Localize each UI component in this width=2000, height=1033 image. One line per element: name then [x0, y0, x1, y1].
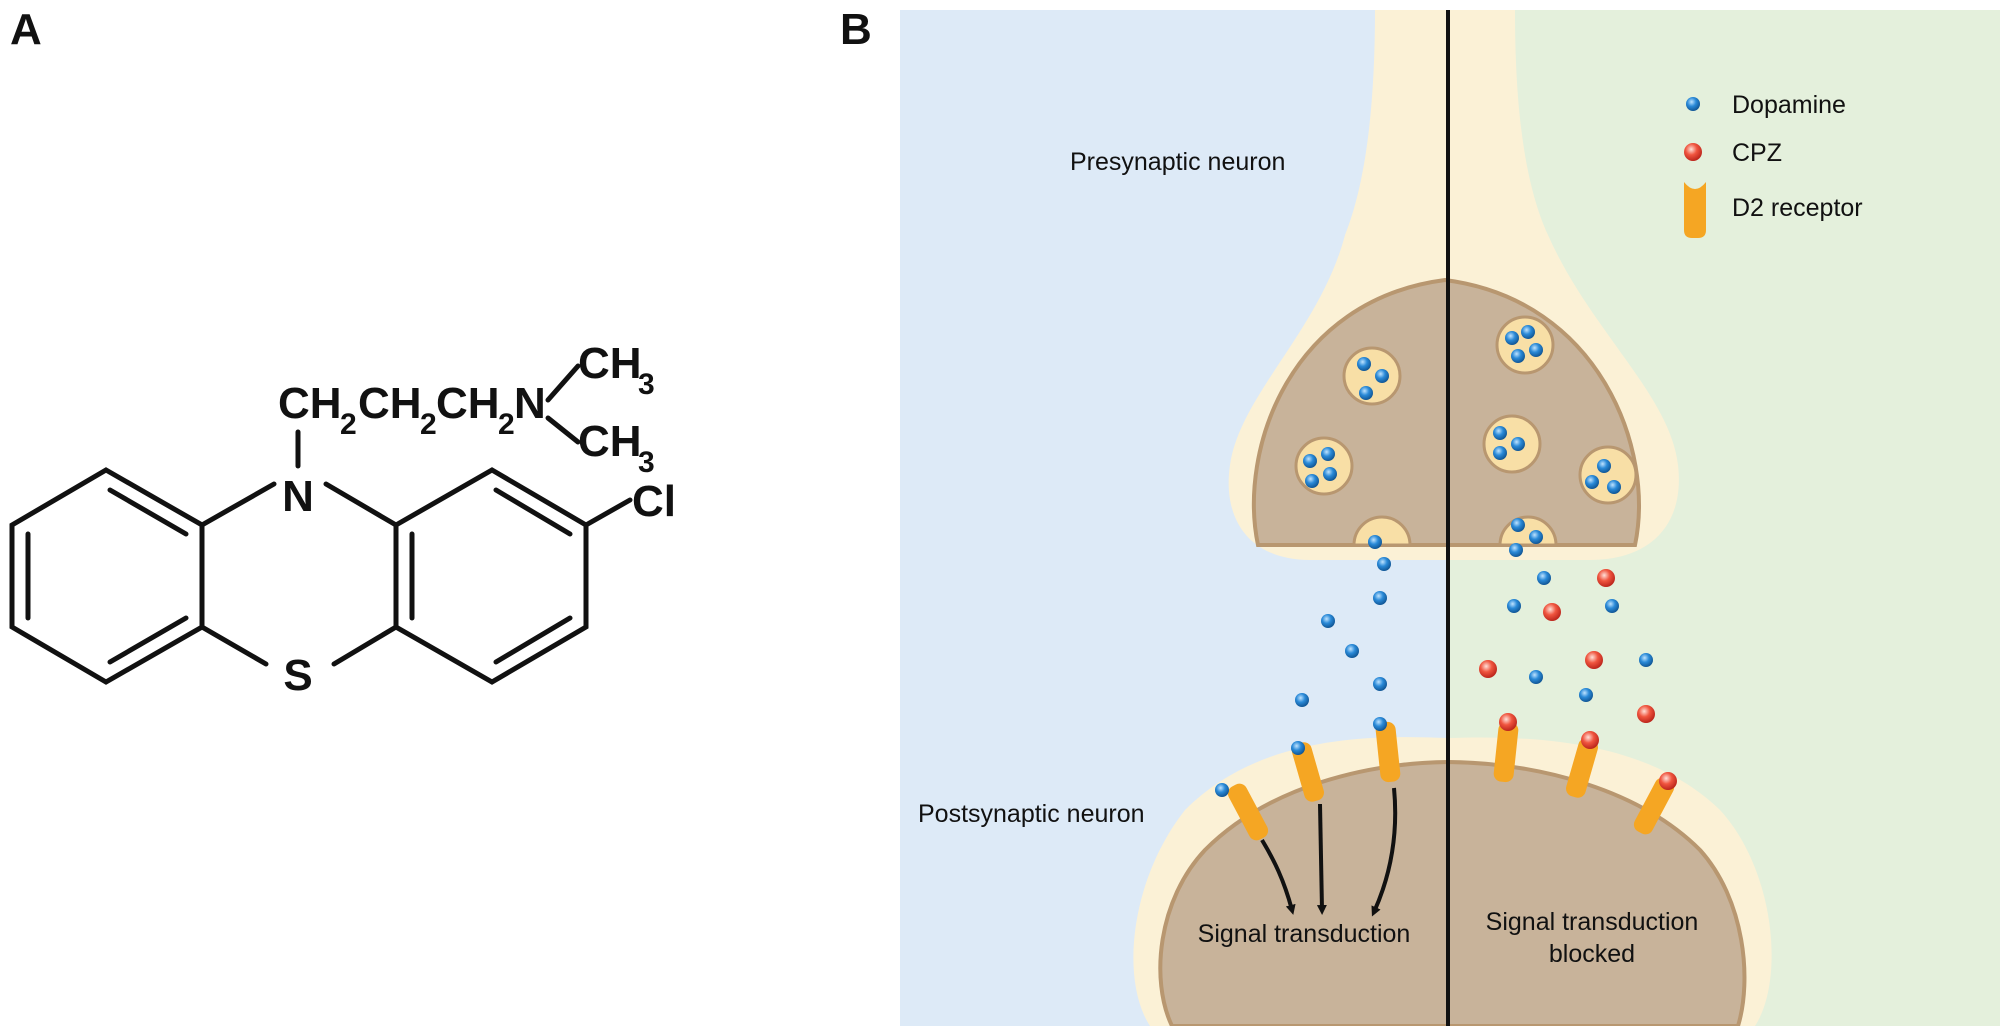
cpz-particles: [1479, 569, 1677, 790]
vesicle-fusing: [1352, 515, 1412, 547]
d2-receptor: [1227, 783, 1269, 841]
chain-sub-2: 2: [420, 408, 437, 441]
chain-ch2-2: CH: [358, 379, 422, 428]
signal-blocked-label-line2: blocked: [1549, 940, 1635, 968]
legend-d2-label: D2 receptor: [1732, 194, 1863, 222]
d2-receptor: [1566, 738, 1598, 798]
signal-arrow: [1316, 803, 1327, 915]
panel-b-letter: B: [840, 5, 872, 54]
methyl-sub-lower: 3: [638, 446, 655, 479]
vesicle: [1294, 436, 1354, 496]
cl-bond: [583, 497, 633, 528]
chain-sub-1: 2: [340, 408, 357, 441]
dopamine-particles: [1215, 325, 1653, 797]
signal-arrows: [1260, 787, 1398, 917]
panel-a-letter: A: [10, 5, 42, 54]
d2-receptor: [1633, 777, 1675, 835]
vesicles-left: [1294, 346, 1412, 547]
d2-receptor: [1375, 721, 1401, 783]
legend-dopamine-label: Dopamine: [1732, 91, 1846, 119]
chain-nitrogen-label: N: [514, 379, 546, 428]
ring-sulfur-label: S: [283, 651, 312, 700]
vesicle: [1578, 445, 1638, 505]
signal-arrow: [1260, 838, 1296, 915]
chain-ch2-1: CH: [278, 379, 342, 428]
legend-cpz-swatch: [1684, 143, 1702, 161]
panel-b-diagram: Presynaptic neuron Postsynaptic neuron S…: [900, 10, 2000, 1026]
vesicle: [1495, 315, 1555, 375]
legend-cpz-label: CPZ: [1732, 139, 1782, 167]
presynaptic-label: Presynaptic neuron: [1070, 148, 1285, 176]
methyl-bond-1: [545, 363, 581, 403]
signal-blocked-label-line1: Signal transduction: [1486, 908, 1699, 936]
right-benzene-ring: [393, 467, 589, 685]
chlorine-label: Cl: [632, 477, 676, 526]
panel-a-structure: N S Cl CH 2 CH 2 CH 2 N CH 3 CH 3: [9, 339, 676, 700]
signal-arrow: [1371, 787, 1398, 917]
d2-receptors: [1227, 721, 1675, 841]
signal-transduction-label: Signal transduction: [1198, 920, 1411, 948]
legend-dopamine-swatch: [1686, 97, 1700, 111]
chain-ch2-3: CH: [436, 379, 500, 428]
ring-nitrogen-label: N: [282, 472, 314, 521]
methyl-ch3-lower: CH: [578, 417, 642, 466]
postsynaptic-label: Postsynaptic neuron: [918, 800, 1145, 828]
methyl-ch3-upper: CH: [578, 339, 642, 388]
d2-receptor: [1292, 742, 1324, 802]
chain-sub-3: 2: [498, 408, 515, 441]
legend-d2-swatch: [1684, 182, 1706, 238]
d2-receptor: [1493, 721, 1519, 783]
legend: Dopamine CPZ D2 receptor: [1684, 91, 1863, 238]
central-ring-bonds: [199, 481, 399, 667]
left-benzene-ring: [9, 467, 205, 685]
methyl-sub-upper: 3: [638, 368, 655, 401]
methyl-bond-2: [545, 415, 581, 445]
